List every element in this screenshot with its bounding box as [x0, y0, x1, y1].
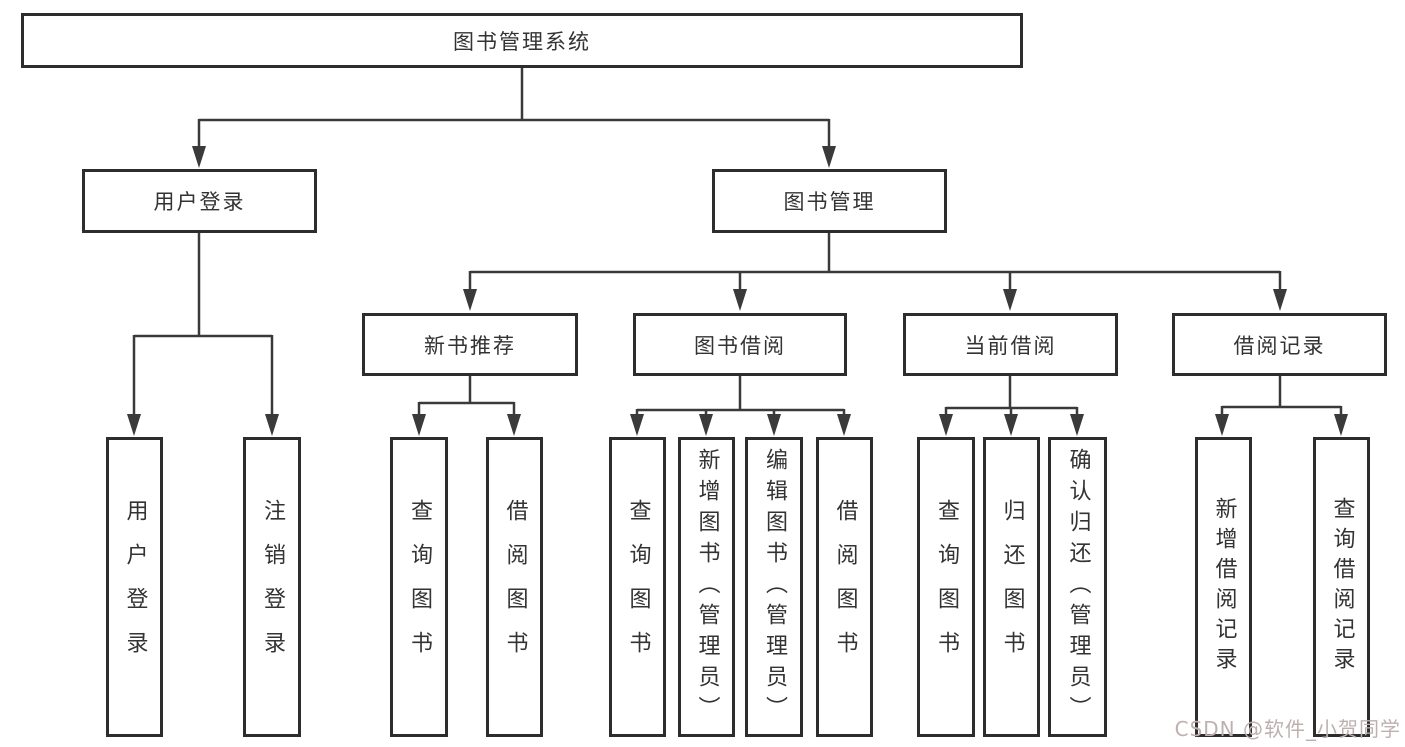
leaf-query-books-1-label: 查询图书	[407, 499, 432, 675]
leaf-query-books-3-label: 查询图书	[934, 499, 959, 675]
leaf-query-borrow-record-label: 查询借阅记录	[1329, 497, 1355, 677]
node-user-login: 用户登录	[82, 169, 317, 233]
leaf-user-login: 用户登录	[106, 437, 163, 737]
node-root: 图书管理系统	[21, 13, 1023, 68]
leaf-query-books-2: 查询图书	[609, 437, 666, 737]
node-root-label: 图书管理系统	[453, 29, 591, 54]
node-current-borrow: 当前借阅	[903, 313, 1118, 376]
node-new-book-recommend: 新书推荐	[362, 313, 578, 376]
node-book-management-label: 图书管理	[783, 190, 876, 214]
leaf-query-books-1: 查询图书	[390, 437, 448, 737]
leaf-add-borrow-record: 新增借阅记录	[1195, 437, 1252, 737]
leaf-borrow-books-2-label: 借阅图书	[832, 499, 858, 675]
node-user-login-label: 用户登录	[153, 190, 246, 214]
node-borrow-records-label: 借阅记录	[1233, 333, 1326, 358]
leaf-add-book-admin-label: 新增图书（管理员）	[694, 447, 720, 727]
leaf-return-book: 归还图书	[983, 437, 1040, 737]
leaf-return-book-label: 归还图书	[999, 499, 1025, 675]
leaf-edit-book-admin-label: 编辑图书（管理员）	[762, 447, 787, 727]
leaf-query-books-3: 查询图书	[917, 437, 975, 737]
node-book-borrow: 图书借阅	[633, 313, 847, 376]
leaf-borrow-books-1: 借阅图书	[486, 437, 543, 737]
leaf-borrow-books-1-label: 借阅图书	[502, 499, 528, 675]
node-current-borrow-label: 当前借阅	[964, 333, 1057, 358]
node-book-management: 图书管理	[712, 169, 947, 233]
leaf-edit-book-admin: 编辑图书（管理员）	[745, 437, 803, 737]
leaf-user-login-label: 用户登录	[122, 499, 148, 675]
node-new-book-recommend-label: 新书推荐	[424, 333, 516, 358]
leaf-query-books-2-label: 查询图书	[625, 499, 651, 675]
csdn-watermark: CSDN @软件_小贺同学	[1174, 717, 1401, 741]
leaf-add-book-admin: 新增图书（管理员）	[678, 437, 735, 737]
arrowheads	[127, 146, 1348, 436]
leaf-borrow-books-2: 借阅图书	[816, 437, 873, 737]
leaf-logout: 注销登录	[243, 437, 301, 737]
leaf-confirm-return-admin: 确认归还（管理员）	[1048, 437, 1107, 737]
leaf-logout-label: 注销登录	[260, 499, 285, 675]
leaf-confirm-return-admin-label: 确认归还（管理员）	[1065, 447, 1091, 727]
node-borrow-records: 借阅记录	[1172, 313, 1387, 376]
leaf-add-borrow-record-label: 新增借阅记录	[1211, 497, 1237, 677]
node-book-borrow-label: 图书借阅	[694, 333, 786, 358]
leaf-query-borrow-record: 查询借阅记录	[1313, 437, 1370, 737]
